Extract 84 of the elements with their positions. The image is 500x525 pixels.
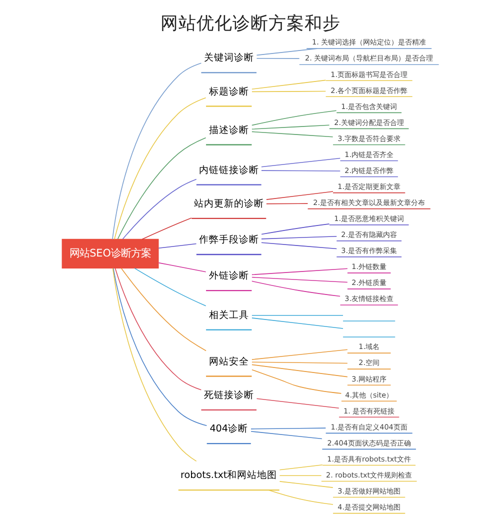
node-text: 标题诊断 xyxy=(208,86,248,98)
connector xyxy=(116,137,206,240)
connector xyxy=(251,349,348,360)
connector xyxy=(251,131,333,138)
connector xyxy=(114,97,206,240)
node-box: 网站SEO诊断方案 xyxy=(61,238,158,268)
connector xyxy=(251,276,348,283)
node-text: 外链诊断 xyxy=(208,270,248,282)
node-text: 404诊断 xyxy=(209,424,248,435)
node-text: 1.是否恶意堆积关键词 xyxy=(334,214,404,223)
connector xyxy=(266,191,333,200)
connector xyxy=(112,62,202,240)
connector xyxy=(260,158,340,168)
node-text: 1.是否有自定义404页面 xyxy=(330,422,407,432)
connector xyxy=(122,178,196,240)
node-text: 1. 是否有死链接 xyxy=(343,406,394,416)
node-text: 1.内链是否齐全 xyxy=(344,150,394,159)
node-text: 2.是否有隐藏内容 xyxy=(340,230,397,240)
connector xyxy=(266,203,308,204)
node-text: 3.字数是否符合要求 xyxy=(337,134,400,143)
connector xyxy=(260,170,340,172)
node-text: 描述诊断 xyxy=(208,124,248,136)
node-text: 2.各个页面标题是否作弊 xyxy=(330,86,408,95)
node-text: 1.外链数量 xyxy=(351,262,386,272)
connector xyxy=(251,80,326,90)
connector xyxy=(278,481,333,488)
connector xyxy=(141,218,192,240)
connector xyxy=(278,464,322,470)
diagram-title: 网站优化诊断方案和步 xyxy=(160,14,340,34)
node-text: 2.空间 xyxy=(358,358,380,368)
connector xyxy=(256,398,339,409)
node-text: 1.是否包含关键词 xyxy=(340,102,397,111)
connector xyxy=(114,268,202,390)
node-text: 4.其他（site） xyxy=(344,390,393,400)
connector xyxy=(260,224,330,235)
connector xyxy=(260,242,337,250)
node-text: 2.内链是否作弊 xyxy=(344,166,394,175)
connector xyxy=(251,362,348,364)
connector xyxy=(158,262,206,272)
connector xyxy=(250,280,340,297)
node-text: 2.关键词分配是否合理 xyxy=(334,118,404,127)
connector xyxy=(251,318,343,329)
node-text: 2.404页面状态码是否正确 xyxy=(326,438,410,448)
connector xyxy=(251,90,326,92)
node-text: 站内更新的诊断 xyxy=(193,198,264,210)
connector xyxy=(250,430,322,440)
connector xyxy=(251,364,348,378)
node-text: 1.页面标题书写是否合理 xyxy=(330,70,408,79)
node-text: 3.是否有作弊采集 xyxy=(340,246,397,256)
node-text: 3.友情链接检查 xyxy=(344,294,394,304)
node-text: 2.是否有相关文章以及最新文章分布 xyxy=(312,198,425,207)
connector xyxy=(251,124,330,130)
connector xyxy=(251,268,348,276)
node-text: 关键词诊断 xyxy=(203,52,254,64)
node-text: 1.是否定期更新文章 xyxy=(337,182,400,191)
connector xyxy=(260,236,337,240)
node-text: 1.域名 xyxy=(358,342,380,352)
connector xyxy=(256,58,300,59)
connector xyxy=(250,110,336,126)
connector xyxy=(268,490,333,505)
connector xyxy=(250,428,326,430)
connector xyxy=(251,314,343,316)
connector xyxy=(278,475,322,476)
node-text: 2. robots.txt文件规则检查 xyxy=(326,470,412,480)
node-text: 内链链接诊断 xyxy=(198,164,258,176)
node-text: 3.是否做好网站地图 xyxy=(337,486,400,496)
node-text: 相关工具 xyxy=(208,310,248,321)
node-text: 2. 关键词布局（导航栏目布局）是否合理 xyxy=(304,54,433,63)
connector xyxy=(134,268,206,306)
node-text: 网站安全 xyxy=(208,356,248,368)
connector xyxy=(158,243,196,249)
node-text: 作弊手段诊断 xyxy=(198,234,258,246)
connector xyxy=(256,48,318,56)
connector xyxy=(112,268,196,462)
node-text: 2.外链质量 xyxy=(351,278,386,288)
node-text: 3.网站程序 xyxy=(351,374,386,384)
connector xyxy=(120,268,206,352)
connector xyxy=(112,268,207,426)
connector xyxy=(251,369,342,394)
node-text: 1.是否具有robots.txt文件 xyxy=(326,454,411,464)
node-text: 死链接诊断 xyxy=(203,390,254,401)
node-text: 4.是否提交网站地图 xyxy=(337,502,400,512)
node-text: robots.txt和网站地图 xyxy=(180,470,277,482)
node-text: 1. 关键词选择（网站定位）是否精准 xyxy=(312,38,426,47)
